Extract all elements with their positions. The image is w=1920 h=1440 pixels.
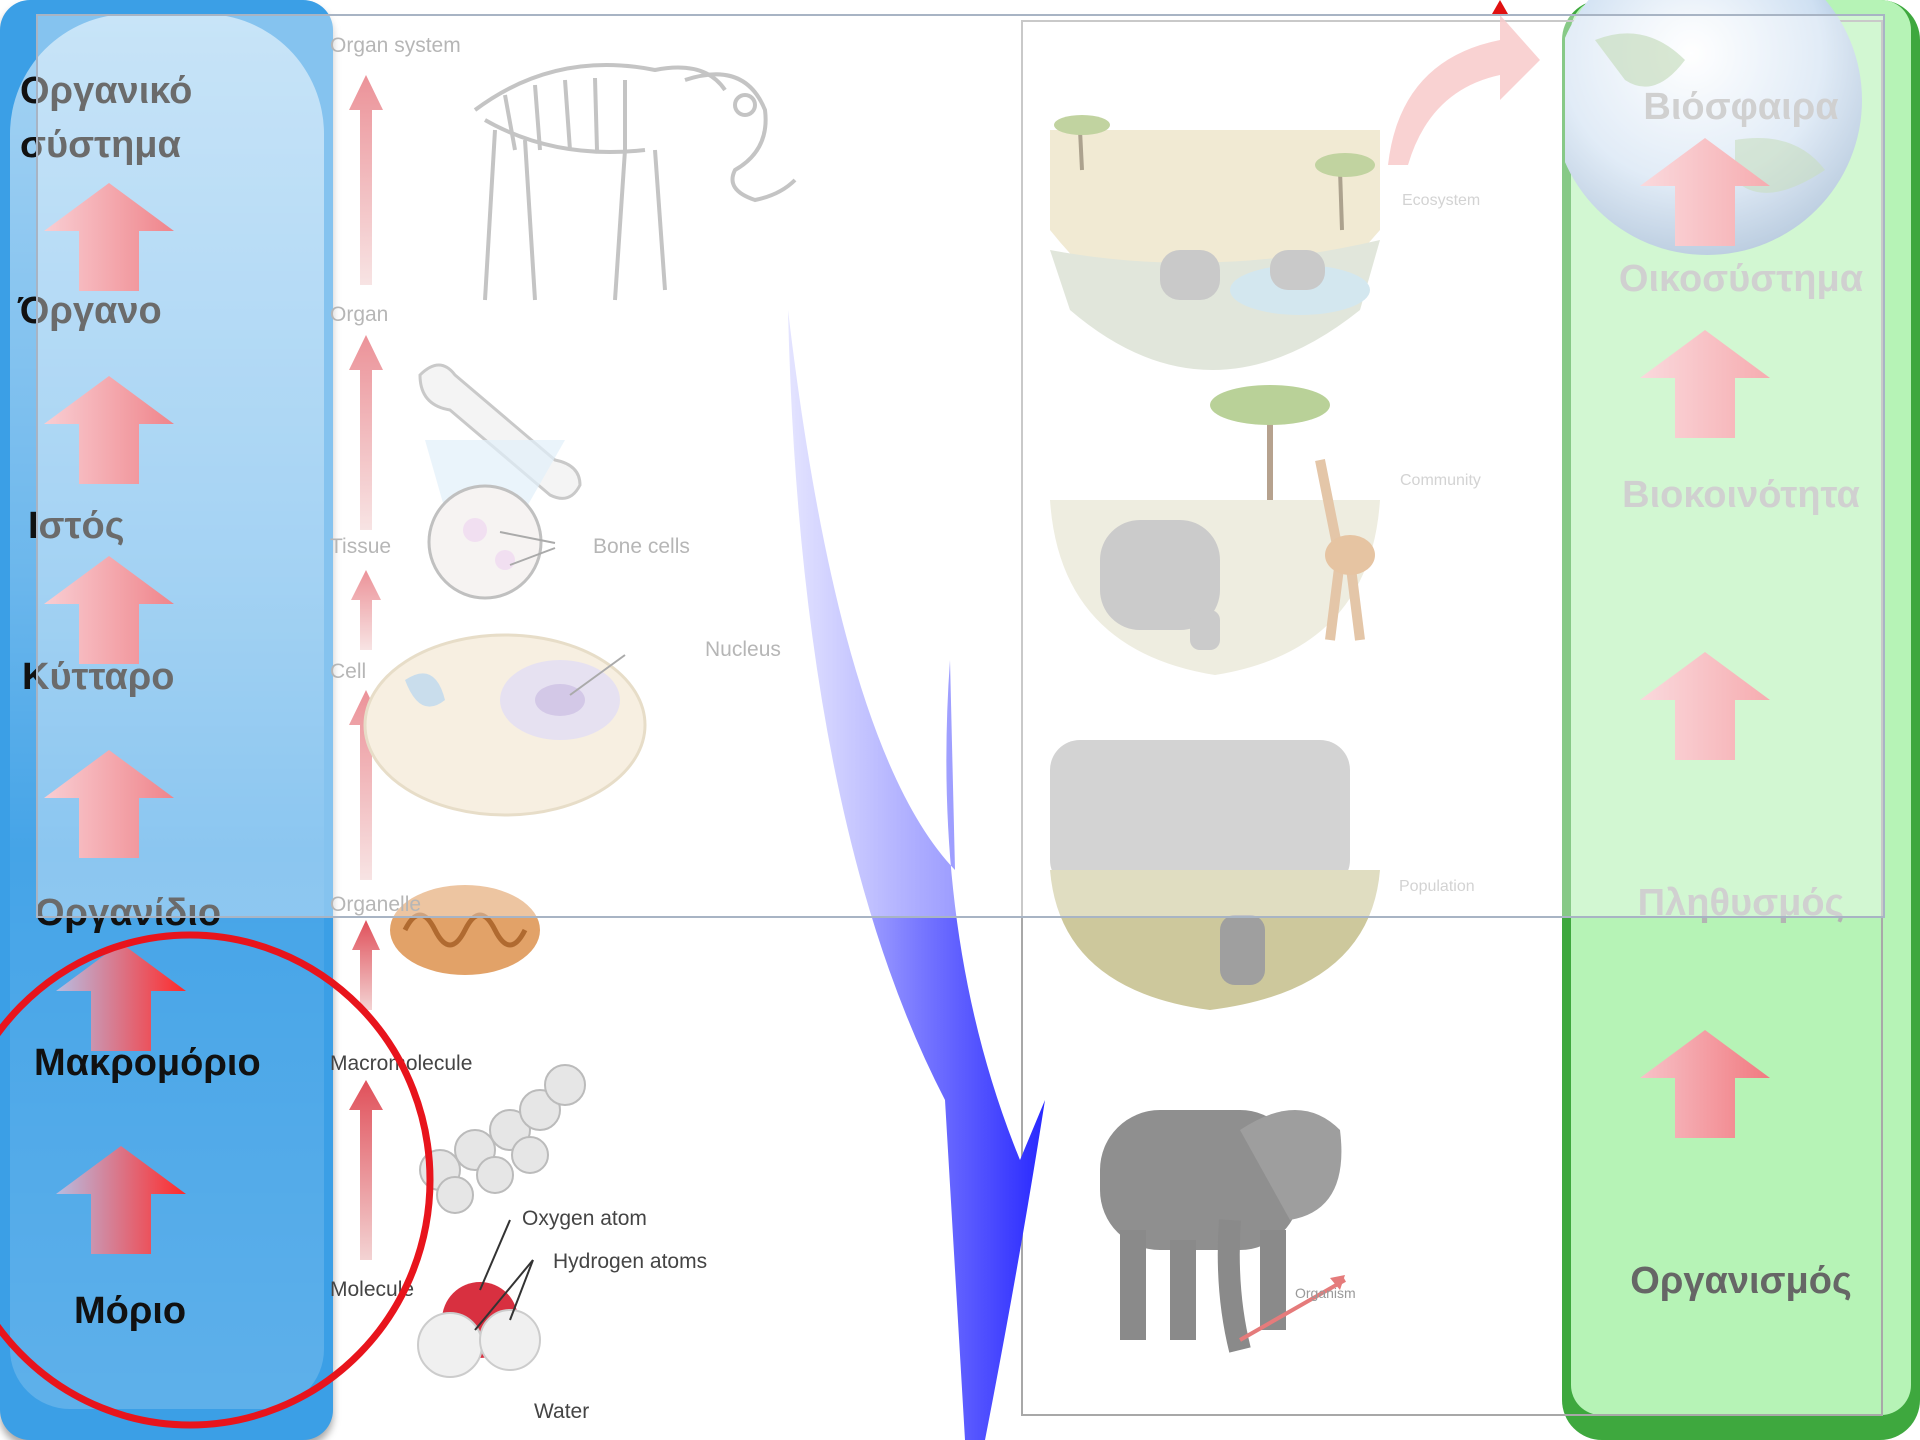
label-hydrogen-atoms: Hydrogen atoms	[553, 1250, 707, 1274]
label-water: Water	[534, 1400, 589, 1424]
up-arrow-icon	[1640, 1030, 1770, 1138]
highlight-circle	[0, 930, 450, 1440]
label-oxygen-atom: Oxygen atom	[522, 1207, 647, 1231]
level-organism: Οργανισμός	[1571, 1260, 1911, 1303]
translucent-overlay-box	[36, 14, 1885, 918]
